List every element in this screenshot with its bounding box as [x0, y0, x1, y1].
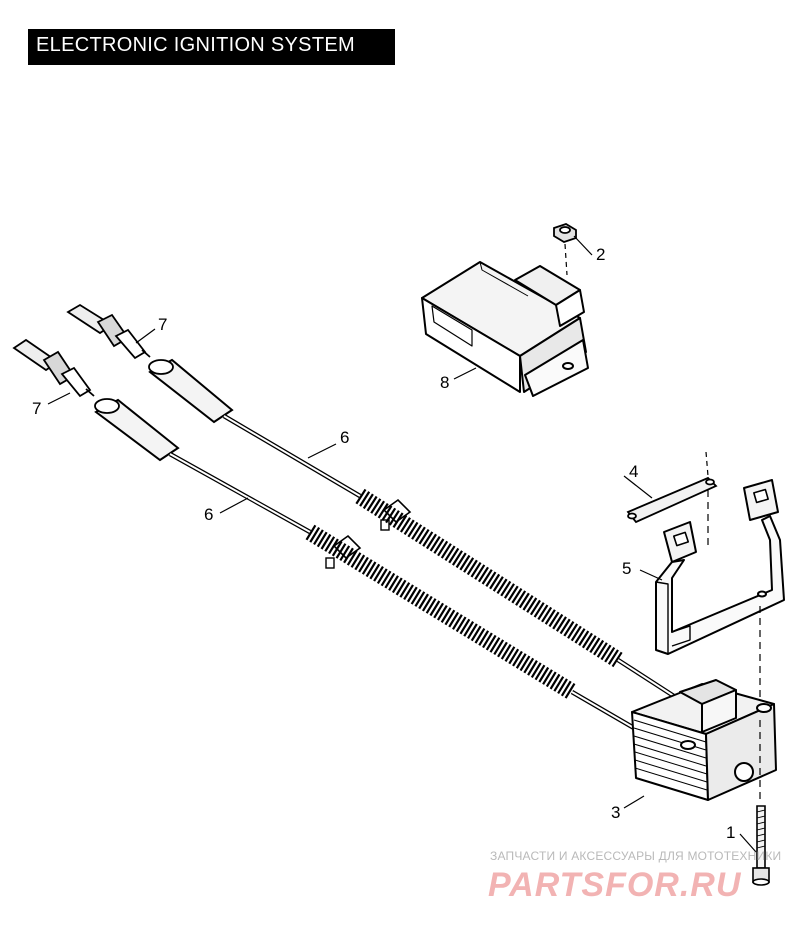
- callout-6-lower: 6: [204, 505, 213, 524]
- spark-plug-lower-part-7: [12, 338, 95, 398]
- spark-plug-wire-upper-part-6: [148, 358, 682, 702]
- callout-7-upper: 7: [158, 315, 167, 334]
- watermark-tagline: ЗАПЧАСТИ И АКСЕССУАРЫ ДЛЯ МОТОТЕХНИКИ: [490, 849, 781, 863]
- spark-plug-upper-part-7: [66, 303, 151, 360]
- spark-plug-wire-lower-part-6: [94, 398, 636, 730]
- screw-part-1: [752, 805, 770, 886]
- callout-8: 8: [440, 373, 449, 392]
- callout-1: 1: [726, 823, 735, 842]
- ignition-module-part-8: [421, 261, 589, 397]
- callout-2: 2: [596, 245, 605, 264]
- watermark: ЗАПЧАСТИ И АКСЕССУАРЫ ДЛЯ МОТОТЕХНИКИ PA…: [488, 849, 781, 904]
- callout-4: 4: [629, 462, 638, 481]
- nut-part-2: [553, 223, 577, 276]
- callout-7-lower: 7: [32, 399, 41, 418]
- callout-5: 5: [622, 559, 631, 578]
- title-banner: ELECTRONIC IGNITION SYSTEM: [28, 29, 395, 65]
- callout-3: 3: [611, 803, 620, 822]
- bracket-link-part-4: [626, 451, 718, 550]
- callout-leader-lines: [47, 235, 757, 853]
- watermark-logo: PARTSFOR.RU: [488, 866, 742, 904]
- callout-labels: 2 7 7 8 6 6 4 5 3 1: [32, 245, 735, 842]
- callout-6-upper: 6: [340, 428, 349, 447]
- ignition-coil-part-3: [631, 679, 777, 801]
- page-title: ELECTRONIC IGNITION SYSTEM: [36, 34, 355, 56]
- mounting-bracket-part-5: [655, 479, 785, 700]
